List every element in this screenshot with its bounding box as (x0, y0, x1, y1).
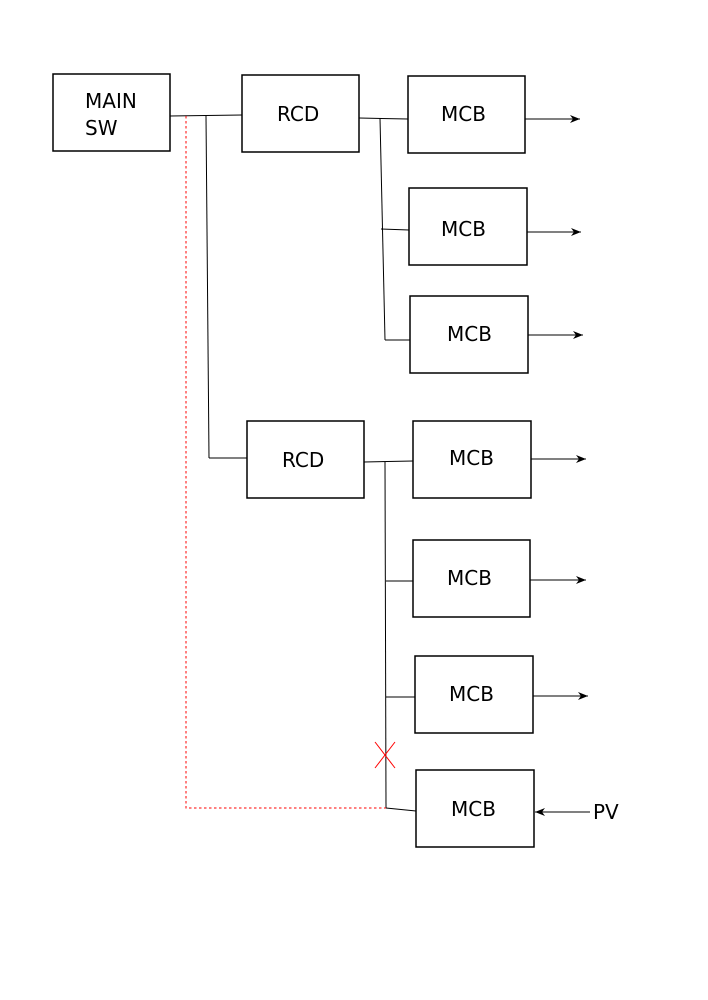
mcb-5-box (412, 539, 531, 618)
mcb-3: MCB (409, 295, 583, 374)
rcd1-to-mcb2-wire (380, 228, 410, 231)
rcd2-bus (384, 461, 387, 809)
red-dashed-link (185, 116, 386, 809)
rcd-2: RCD (246, 420, 365, 499)
rcd-1-branch-wiring (358, 117, 410, 341)
rcd-1-label: RCD (277, 102, 319, 126)
rcd-2-branch-wiring (363, 460, 417, 812)
rcd2-to-mcb7-wire (385, 807, 417, 812)
rcd-2-box (246, 420, 365, 499)
mcb-3-label: MCB (447, 322, 492, 346)
break-cross-mark (374, 741, 396, 769)
mcb-5-label: MCB (447, 566, 492, 590)
mcb-6: MCB (414, 655, 588, 734)
mcb-1: MCB (407, 75, 580, 154)
pv-label: PV (593, 800, 619, 824)
mcb-2: MCB (408, 187, 581, 266)
mcb-4: MCB (412, 420, 586, 499)
mcb-6-box (414, 655, 534, 734)
mcb-1-label: MCB (441, 102, 486, 126)
mcb-2-label: MCB (441, 217, 486, 241)
rcd-2-label: RCD (282, 448, 324, 472)
mcb-2-box (408, 187, 528, 266)
mcb-4-box (412, 420, 532, 499)
main-switch-label-line2: SW (85, 116, 118, 140)
mcb-7: MCB PV (415, 769, 619, 848)
mcb-3-box (409, 295, 529, 374)
mcb-7-box (415, 769, 535, 848)
main-feed-wiring (169, 114, 247, 459)
main-switch-box (52, 73, 171, 152)
rcd2-to-mcb4-wire (363, 460, 414, 463)
mcb-7-label: MCB (451, 797, 496, 821)
main-to-rcd1-wire (169, 114, 243, 117)
mcb-1-box (407, 75, 526, 154)
main-to-rcd2-trunk (205, 115, 210, 459)
main-switch: MAIN SW (52, 73, 171, 152)
rcd-1-box (241, 74, 360, 153)
rcd-1: RCD (241, 74, 360, 153)
rcd1-to-mcb1-wire (358, 117, 409, 120)
mcb-5: MCB (412, 539, 586, 618)
main-switch-label-line1: MAIN (85, 89, 137, 113)
mcb-4-label: MCB (449, 446, 494, 470)
mcb-6-label: MCB (449, 682, 494, 706)
